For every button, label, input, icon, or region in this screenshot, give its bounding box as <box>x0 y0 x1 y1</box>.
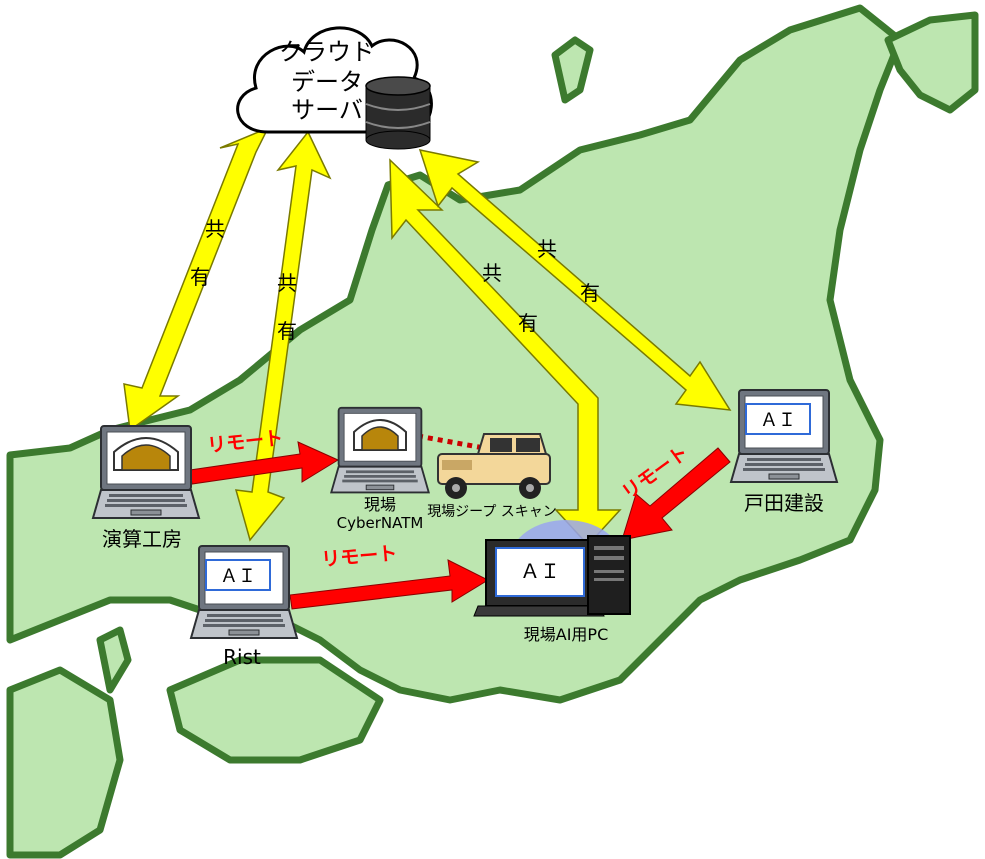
node-label-genba-2: CyberNATM <box>337 514 424 532</box>
share-arrow-enzan <box>123 126 270 432</box>
cloud-label-line3: サーバ <box>291 96 363 124</box>
laptop-rist: ＡＩ Rist <box>189 544 299 669</box>
share-arrows <box>123 126 732 547</box>
jeep-icon: 現場ジープ スキャン <box>427 433 557 520</box>
node-label-jeep: 現場ジープ スキャン <box>427 504 557 520</box>
remote-arrow-toda <box>621 447 731 541</box>
tunnel-icon <box>353 419 407 451</box>
tunnel-icon <box>113 437 179 471</box>
island-north <box>551 36 594 104</box>
screen-label-aipc: ＡＩ <box>520 559 560 583</box>
node-label-aipc: 現場AI用PC <box>524 625 609 644</box>
laptop-genba-cyber: 現場 CyberNATM <box>330 406 430 532</box>
cloud-label-line1: クラウド <box>279 38 375 66</box>
node-label-enzan: 演算工房 <box>102 527 182 551</box>
share-label-1b: 有 <box>190 265 210 289</box>
cloud-label-line2: データ <box>291 68 363 96</box>
hokkaido-landmass <box>884 11 979 114</box>
screen-label-toda: ＡＩ <box>760 410 796 431</box>
jeep-dotted-link <box>417 433 485 451</box>
share-label-4b: 有 <box>580 281 600 305</box>
node-label-toda: 戸田建設 <box>744 491 824 515</box>
share-arrow-toda <box>418 149 732 411</box>
remote-arrow-enzan <box>189 441 340 485</box>
japan-map <box>6 4 979 859</box>
laptop-toda: ＡＩ 戸田建設 <box>729 388 839 515</box>
ai-screen <box>495 547 585 597</box>
desktop-ai-pc: ＡＩ 現場AI用PC <box>473 520 631 644</box>
share-arrow-rist <box>234 130 332 542</box>
shikoku-landmass <box>166 656 384 764</box>
remote-arrow-rist <box>289 559 490 610</box>
node-label-rist: Rist <box>223 645 261 669</box>
laptop-enzan: 演算工房 <box>91 424 201 551</box>
kyushu-landmass <box>6 666 124 859</box>
remote-arrows <box>189 441 731 610</box>
share-label-4a: 共 <box>537 237 557 261</box>
share-label-1a: 共 <box>205 217 225 241</box>
ai-screen <box>745 403 811 435</box>
share-labels: 共 有 共 有 共 有 共 有 <box>190 217 600 343</box>
database-icon <box>365 76 431 150</box>
share-label-3a: 共 <box>482 261 502 285</box>
ai-screen <box>205 559 271 591</box>
island-awaji <box>96 626 132 694</box>
honshu-landmass <box>6 4 904 704</box>
share-label-3b: 有 <box>518 311 538 335</box>
screen-label-rist: ＡＩ <box>220 566 256 587</box>
share-label-2a: 共 <box>277 271 297 295</box>
node-label-genba-1: 現場 <box>364 495 396 514</box>
share-label-2b: 有 <box>277 319 297 343</box>
